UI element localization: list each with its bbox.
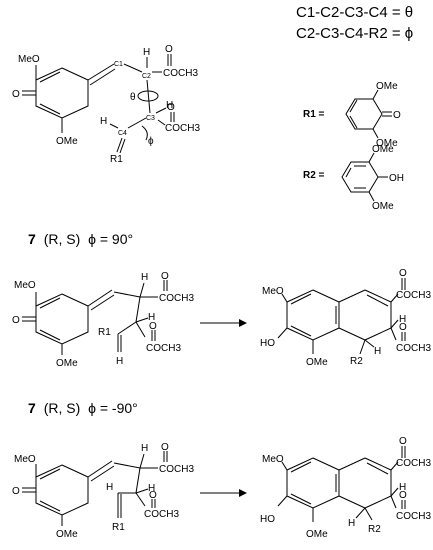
r1-definition-label: R1 =	[303, 109, 325, 120]
hydrogen-label: H	[116, 356, 123, 367]
r1-structure: R1 = O OMe OMe	[303, 81, 401, 149]
r2-label: R2	[368, 524, 381, 535]
methoxy-label: OMe	[306, 357, 328, 368]
hydrogen-label: H	[399, 482, 406, 493]
r2-label: R2	[350, 356, 363, 367]
carbonyl-oxygen: O	[12, 89, 20, 100]
ester-oxygen: O	[399, 490, 407, 501]
methoxy-label: OMe	[372, 201, 394, 212]
ester-oxygen: O	[399, 436, 407, 447]
carbonyl-oxygen: O	[12, 315, 20, 326]
product-phi-minus-90: MeO HO OMe COCH3 O H COCH3 O H R2	[260, 436, 431, 540]
ester-label: COCH3	[159, 464, 194, 475]
ester-label: COCH3	[165, 123, 200, 134]
r2-definition-label: R2 =	[303, 170, 325, 181]
methoxy-label: OMe	[376, 138, 398, 149]
ester-label: COCH3	[163, 68, 198, 79]
ester-label: COCH3	[396, 511, 431, 522]
phi-symbol: ϕ	[148, 136, 154, 147]
ester-label: COCH3	[396, 458, 431, 469]
methoxy-label: OMe	[306, 529, 328, 540]
c2-label: C2	[142, 73, 151, 80]
ester-oxygen: O	[161, 442, 169, 453]
ester-oxygen: O	[399, 322, 407, 333]
hydrogen-label: H	[141, 272, 148, 283]
r1-label: R1	[110, 154, 123, 165]
r2-structure: R2 = OMe OH OMe	[303, 144, 404, 212]
ester-label: COCH3	[146, 343, 181, 354]
ester-oxygen: O	[161, 271, 169, 282]
hydroxy-label: OH	[389, 173, 404, 184]
hydrogen-label: H	[106, 482, 113, 493]
phi-definition: C2-C3-C4-R2 = ϕ	[296, 25, 413, 42]
ester-label: COCH3	[396, 343, 431, 354]
hydrogen-label: H	[143, 47, 150, 58]
methoxy-label: OMe	[56, 358, 78, 369]
hydrogen-label: H	[374, 346, 381, 357]
ester-oxygen: O	[149, 490, 157, 501]
methoxy-label: OMe	[56, 136, 78, 147]
caption-phi-minus-90: 7 (R, S) ϕ = -90°	[28, 400, 138, 416]
hydroxy-label: HO	[260, 338, 275, 349]
methoxy-label: MeO	[14, 280, 36, 291]
methoxy-label: MeO	[262, 454, 284, 465]
reactant-phi-minus-90: O MeO OMe H COCH3 O H COCH3 O H R1	[12, 442, 194, 540]
methoxy-label: MeO	[18, 54, 40, 65]
ester-label: COCH3	[396, 290, 431, 301]
methoxy-label: OMe	[376, 81, 398, 92]
ester-oxygen: O	[399, 268, 407, 279]
top-structure: O MeO OMe C1 C2 H COCH3 O θ C3 H COCH3 O	[12, 44, 200, 165]
methoxy-label: OMe	[56, 529, 78, 540]
hydrogen-label: H	[148, 312, 155, 323]
product-phi-90: MeO HO OMe COCH3 O H COCH3 O H R2	[260, 268, 431, 368]
hydrogen-label: H	[399, 314, 406, 325]
hydrogen-label: H	[141, 443, 148, 454]
hydrogen-label: H	[148, 483, 155, 494]
theta-definition: C1-C2-C3-C4 = θ	[296, 4, 413, 21]
ester-label: COCH3	[144, 509, 179, 520]
methoxy-label: MeO	[262, 286, 284, 297]
ester-oxygen: O	[149, 321, 157, 332]
ketone-oxygen: O	[393, 110, 401, 121]
c4-label: C4	[118, 130, 127, 137]
r1-label: R1	[112, 522, 125, 533]
ester-label: COCH3	[159, 293, 194, 304]
hydrogen-label: H	[100, 116, 107, 127]
reactant-phi-90: O MeO OMe H COCH3 O H COCH3 O R1 H	[12, 271, 194, 369]
c1-label: C1	[114, 61, 123, 68]
ester-oxygen: O	[165, 44, 173, 55]
ester-oxygen: O	[167, 102, 175, 113]
caption-phi-90: 7 (R, S) ϕ = 90°	[28, 231, 133, 247]
methoxy-label: OMe	[372, 144, 394, 155]
theta-symbol: θ	[130, 92, 136, 103]
methoxy-label: MeO	[14, 454, 36, 465]
carbonyl-oxygen: O	[12, 486, 20, 497]
hydroxy-label: HO	[260, 514, 275, 525]
hydrogen-label: H	[348, 518, 355, 529]
hydrogen-label: H	[166, 100, 173, 111]
c3-label: C3	[146, 115, 155, 122]
r1-label: R1	[98, 327, 111, 338]
